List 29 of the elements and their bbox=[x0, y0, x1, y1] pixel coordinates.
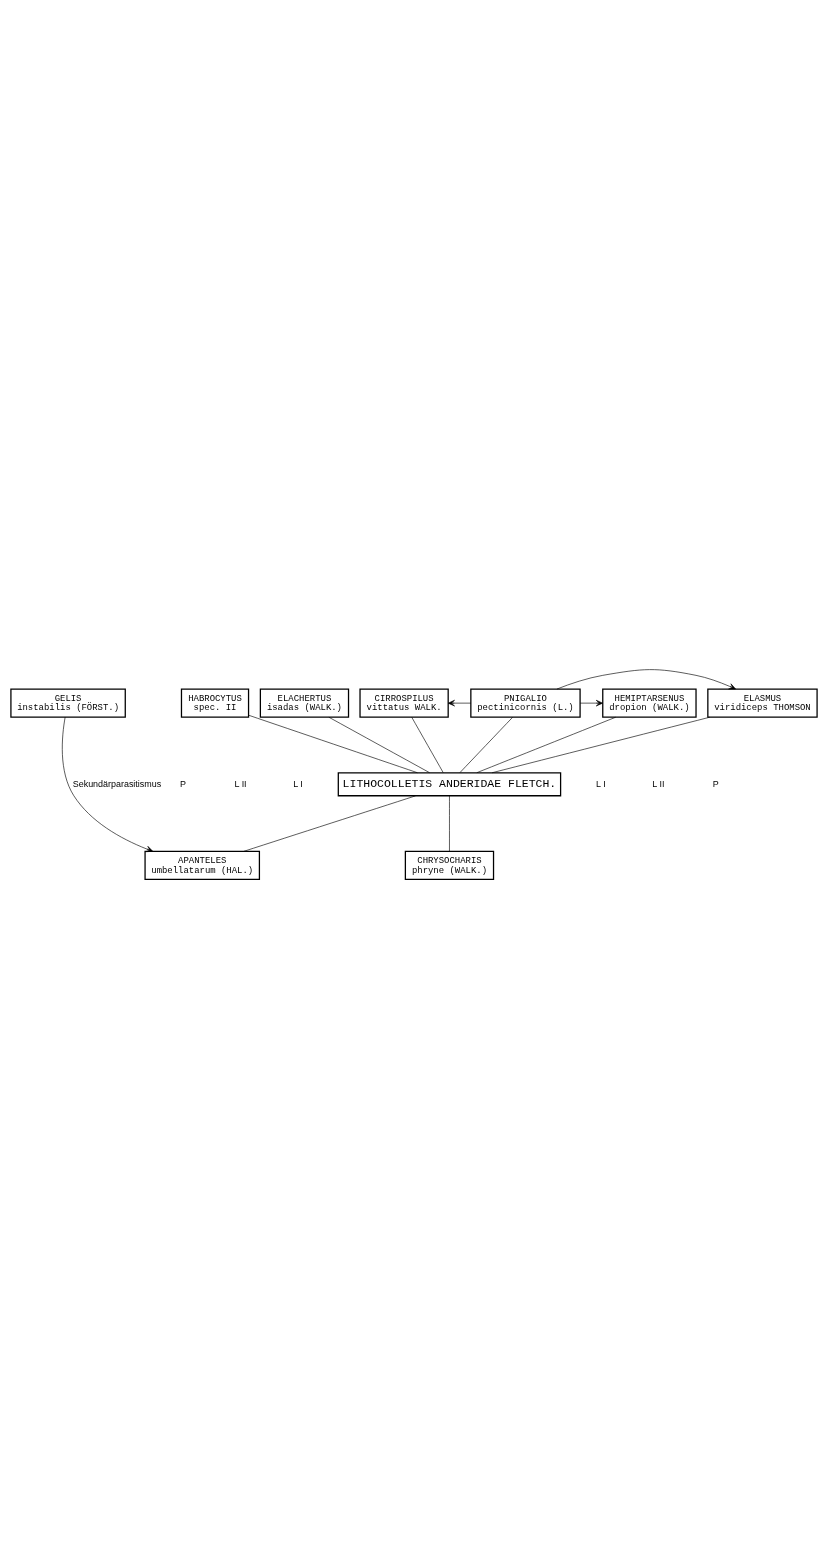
label: P bbox=[180, 778, 187, 789]
edge-label: Sekundärparasitismus bbox=[72, 778, 162, 789]
label: L I bbox=[293, 778, 303, 789]
connector bbox=[243, 795, 416, 852]
node-box: CHRYSOCHARIS phryne (WALK.) bbox=[404, 850, 495, 881]
connector bbox=[248, 714, 418, 774]
connector bbox=[491, 716, 711, 774]
node-box: HABROCYTUS spec. II bbox=[180, 688, 250, 718]
label: L I bbox=[596, 778, 606, 789]
arrow bbox=[556, 669, 736, 690]
node-box: APANTELES umbellatarum (HAL.) bbox=[144, 850, 261, 881]
node-box: LITHOCOLLETIS ANDERIDAE FLETCH. bbox=[337, 772, 562, 797]
node-box: GELIS instabilis (FÖRST.) bbox=[10, 688, 126, 718]
connector bbox=[411, 717, 444, 773]
arrow bbox=[447, 699, 472, 707]
arrow bbox=[579, 699, 603, 707]
arrow bbox=[61, 716, 154, 853]
node-box: CIRROSPILUS vittatus WALK. bbox=[359, 688, 449, 718]
connector bbox=[476, 716, 617, 773]
node-box: ELASMUS viridiceps THOMSON bbox=[707, 688, 818, 718]
node-box: PNIGALIO pectinicornis (L.) bbox=[470, 688, 581, 718]
label: L II bbox=[652, 778, 665, 789]
connector bbox=[459, 717, 513, 773]
connector bbox=[449, 795, 450, 852]
label: L II bbox=[234, 778, 247, 789]
node-box: ELACHERTUS isadas (WALK.) bbox=[259, 688, 350, 718]
connector bbox=[328, 716, 430, 773]
node-box: HEMIPTARSENUS dropion (WALK.) bbox=[602, 688, 697, 718]
label: P bbox=[712, 778, 719, 789]
